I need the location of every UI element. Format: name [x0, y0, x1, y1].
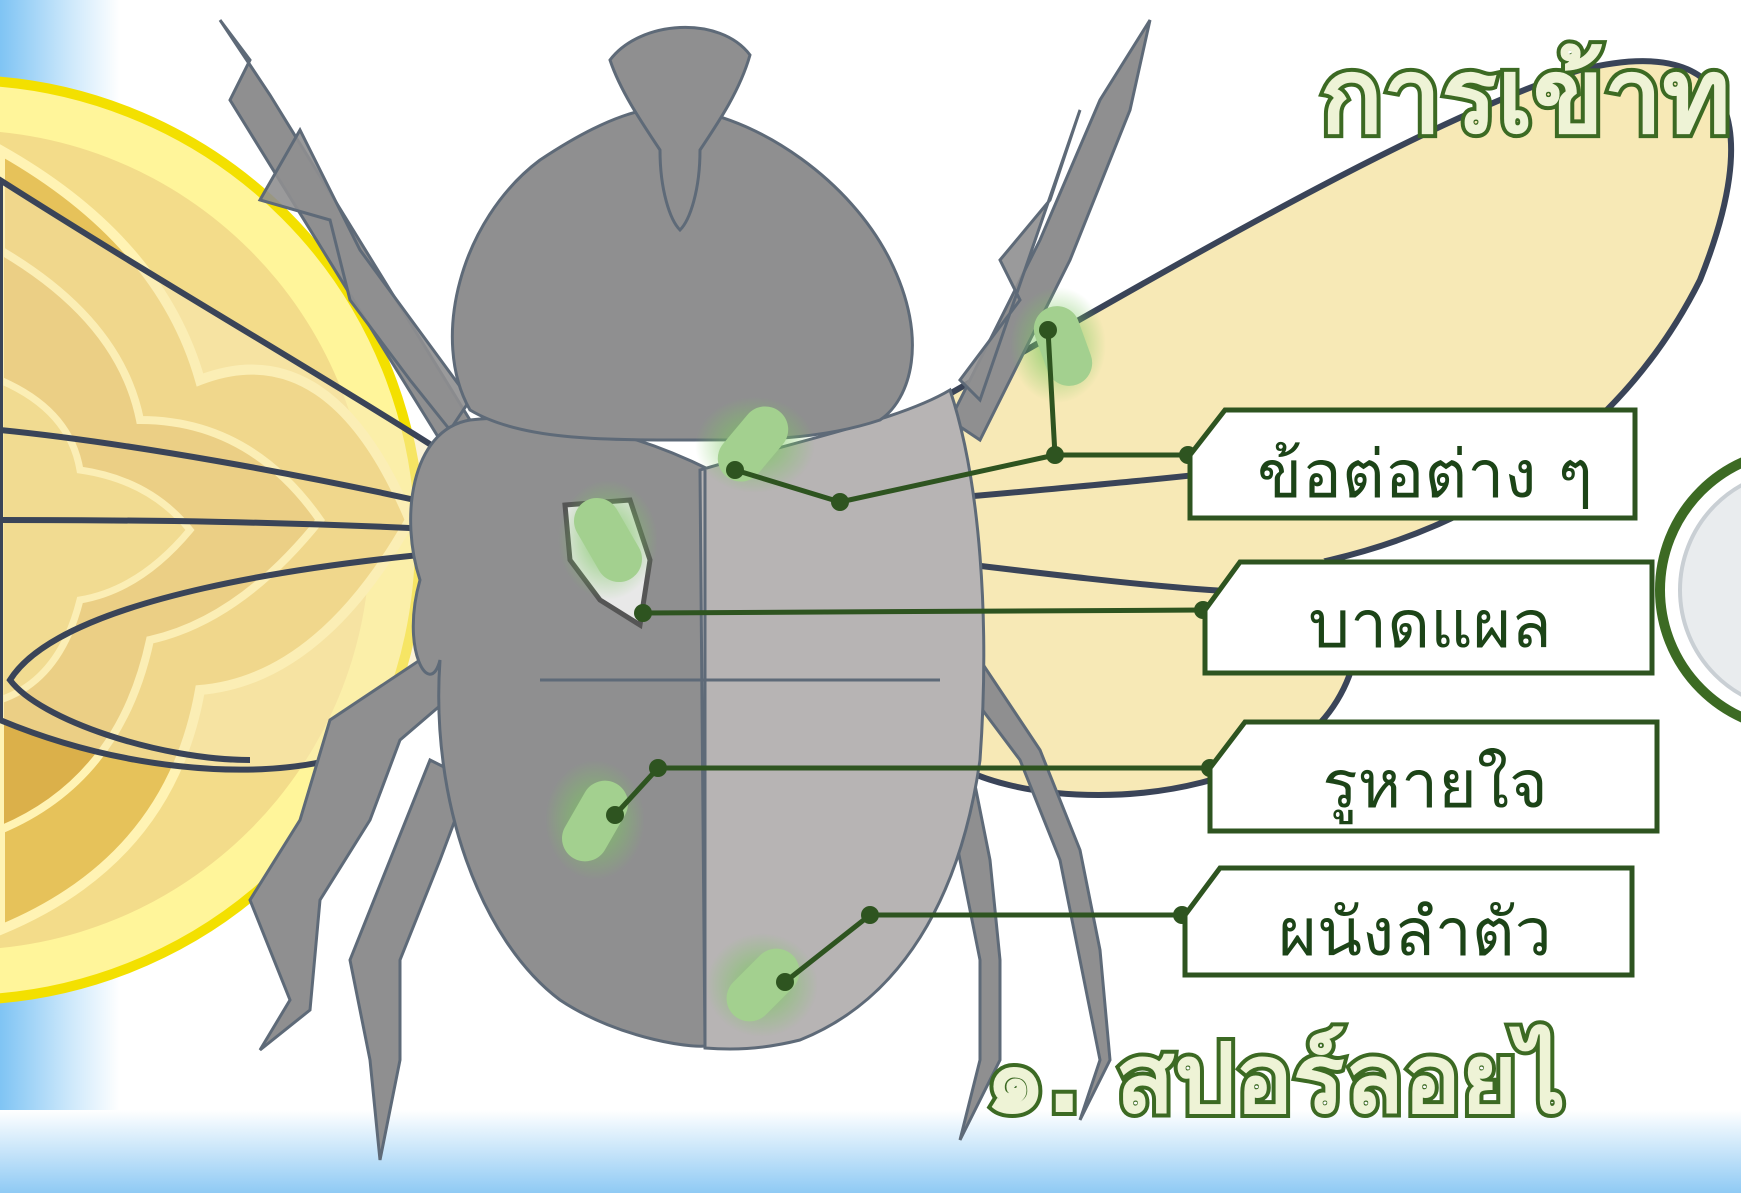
label-joints-text: ข้อต่อต่าง ๆ	[1257, 436, 1593, 513]
label-body-wall-text: ผนังลำตัว	[1278, 894, 1551, 971]
spore-icon	[558, 480, 658, 600]
label-spiracle-text: รูหายใจ	[1322, 746, 1548, 825]
spore-icon	[1010, 287, 1106, 403]
label-joints: ข้อต่อต่าง ๆ	[1190, 410, 1635, 518]
diagram-subtitle: ๑. สปอร์ลอยไ	[985, 1023, 1566, 1135]
diagram-title: การเข้าท	[1320, 35, 1731, 157]
label-wound: บาดแผล	[1205, 562, 1652, 673]
label-body-wall: ผนังลำตัว	[1185, 868, 1632, 975]
spore-icon	[706, 933, 818, 1037]
spore-icon	[545, 760, 645, 880]
label-wound-text: บาดแผล	[1308, 586, 1551, 663]
label-spiracle: รูหายใจ	[1210, 722, 1657, 831]
